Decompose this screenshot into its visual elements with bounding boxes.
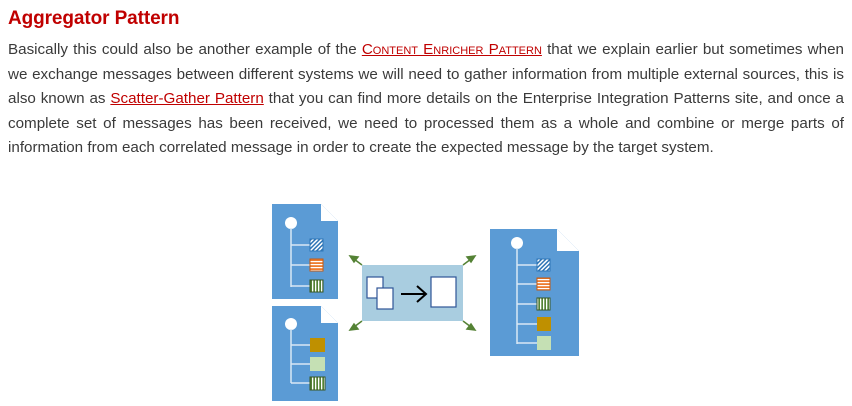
input-document-2-icon [272, 306, 338, 401]
barred-green-part [309, 279, 324, 293]
content-enricher-link[interactable]: Content Enricher Pattern [361, 41, 542, 58]
barred-green-part [309, 376, 326, 391]
solid-light-green-part [310, 357, 325, 371]
section-heading: Aggregator Pattern [8, 8, 180, 29]
paragraph-text: Basically this could also be another exa… [8, 41, 362, 58]
barred-green-part [536, 297, 551, 311]
paragraph-text: that you can find more details on the En… [8, 90, 844, 157]
expand-arrows-icon [348, 255, 477, 331]
hatched-blue-part [309, 238, 324, 252]
striped-orange-part [536, 277, 551, 291]
solid-gold-part [537, 317, 551, 331]
output-document-icon [490, 229, 579, 356]
solid-gold-part [310, 338, 325, 352]
paragraph-text: that we explain earlier but sometimes wh… [8, 41, 844, 108]
hatched-blue-part [536, 258, 551, 272]
body-paragraph: Basically this could also be another exa… [8, 38, 844, 161]
input-document-1-icon [272, 204, 338, 299]
striped-orange-part [309, 258, 324, 272]
aggregator-icon [348, 255, 477, 331]
scatter-gather-link[interactable]: Scatter-Gather Pattern [110, 90, 264, 108]
solid-light-green-part [537, 336, 551, 350]
